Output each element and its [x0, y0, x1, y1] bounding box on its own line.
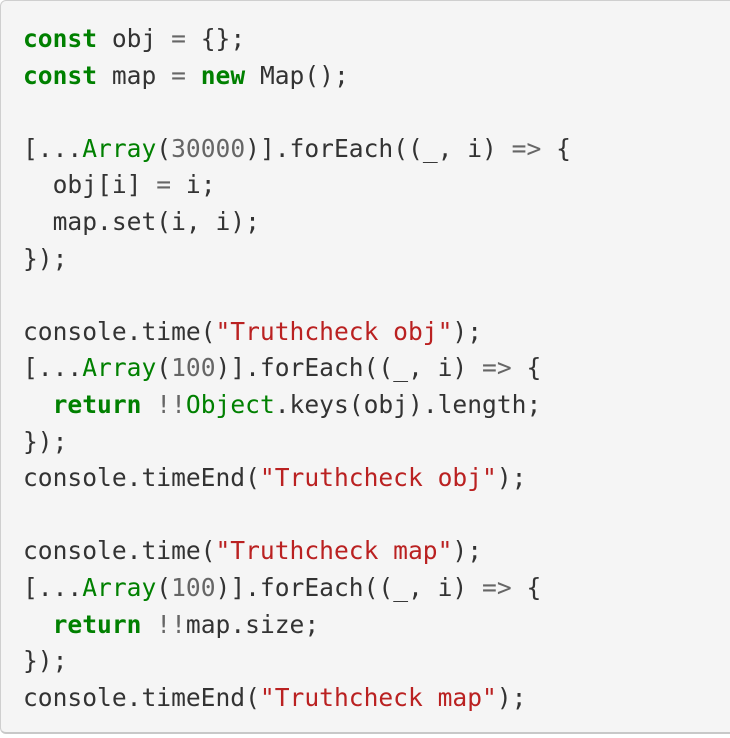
- builtin-token: Array: [82, 572, 157, 602]
- code-token: obj[i]: [23, 170, 157, 200]
- code-token: )].forEach((_, i): [215, 353, 483, 383]
- code-token: console.time(: [23, 536, 216, 566]
- code-token: i;: [171, 170, 216, 200]
- operator-token: !!: [156, 609, 186, 639]
- code-token: console.timeEnd(: [23, 682, 260, 712]
- code-line: [...Array(100)].forEach((_, i) => {: [23, 350, 571, 387]
- code-token: (: [156, 353, 172, 383]
- code-token: {: [541, 133, 571, 163]
- code-token: [...: [23, 133, 83, 163]
- code-token: });: [23, 646, 68, 676]
- code-token: console.timeEnd(: [23, 463, 260, 493]
- code-line: });: [23, 241, 571, 278]
- code-line: [23, 277, 571, 314]
- number-token: 100: [171, 353, 216, 383]
- builtin-token: Object: [185, 389, 275, 419]
- code-token: .keys(obj).length;: [274, 389, 542, 419]
- operator-token: !!: [156, 389, 186, 419]
- operator-token: =>: [482, 572, 512, 602]
- code-line: });: [23, 424, 571, 461]
- code-token: [...: [23, 572, 83, 602]
- code-token: (: [156, 133, 172, 163]
- code-line: map.set(i, i);: [23, 204, 571, 241]
- string-token: "Truthcheck obj": [215, 316, 453, 346]
- code-line: const obj = {};: [23, 21, 571, 58]
- operator-token: =>: [511, 133, 542, 163]
- code-token: });: [23, 243, 68, 273]
- keyword-token: const: [23, 24, 98, 53]
- keyword-token: new: [200, 60, 246, 90]
- code-token: );: [496, 682, 527, 712]
- code-token: [186, 61, 201, 90]
- number-token: 30000: [171, 133, 246, 163]
- code-token: [141, 390, 156, 419]
- code-token: [23, 390, 53, 419]
- code-token: );: [452, 316, 483, 346]
- code-token: [23, 610, 53, 639]
- code-line: console.timeEnd("Truthcheck obj");: [23, 460, 571, 497]
- code-token: {};: [185, 24, 246, 53]
- code-line: [23, 497, 571, 534]
- code-line: });: [23, 643, 571, 680]
- code-token: map.set(i, i);: [23, 206, 260, 236]
- code-content[interactable]: const obj = {};const map = new Map();[..…: [23, 21, 571, 716]
- string-token: "Truthcheck map": [259, 682, 497, 712]
- code-token: map.size;: [185, 609, 320, 639]
- code-token: obj: [97, 24, 172, 53]
- code-token: [141, 610, 156, 639]
- keyword-token: const: [23, 60, 98, 90]
- code-token: map: [97, 60, 172, 90]
- operator-token: =: [171, 60, 186, 90]
- builtin-token: Array: [82, 353, 157, 383]
- keyword-token: return: [52, 389, 142, 419]
- number-token: 100: [171, 572, 216, 602]
- code-token: console.time(: [23, 316, 216, 346]
- operator-token: =: [171, 24, 186, 53]
- operator-token: =: [156, 170, 172, 200]
- code-line: obj[i] = i;: [23, 167, 571, 204]
- code-line: console.time("Truthcheck obj");: [23, 314, 571, 351]
- code-line: return !!Object.keys(obj).length;: [23, 387, 571, 424]
- code-line: const map = new Map();: [23, 58, 571, 95]
- code-token: )].forEach((_, i): [245, 133, 512, 163]
- code-token: );: [496, 463, 527, 493]
- code-line: [23, 94, 571, 131]
- string-token: "Truthcheck obj": [259, 463, 497, 493]
- code-token: )].forEach((_, i): [215, 572, 483, 602]
- code-line: console.time("Truthcheck map");: [23, 533, 571, 570]
- string-token: "Truthcheck map": [215, 536, 453, 566]
- code-token: {: [511, 572, 542, 602]
- code-token: );: [452, 536, 483, 566]
- code-token: (: [156, 572, 172, 602]
- code-line: console.timeEnd("Truthcheck map");: [23, 680, 571, 717]
- operator-token: =>: [482, 353, 512, 383]
- code-line: [...Array(30000)].forEach((_, i) => {: [23, 131, 571, 168]
- code-token: });: [23, 426, 68, 456]
- code-line: return !!map.size;: [23, 607, 571, 644]
- code-token: Map();: [245, 60, 349, 90]
- code-line: [...Array(100)].forEach((_, i) => {: [23, 570, 571, 607]
- builtin-token: Array: [82, 133, 157, 163]
- code-token: [...: [23, 353, 83, 383]
- code-token: {: [511, 353, 542, 383]
- keyword-token: return: [52, 609, 142, 639]
